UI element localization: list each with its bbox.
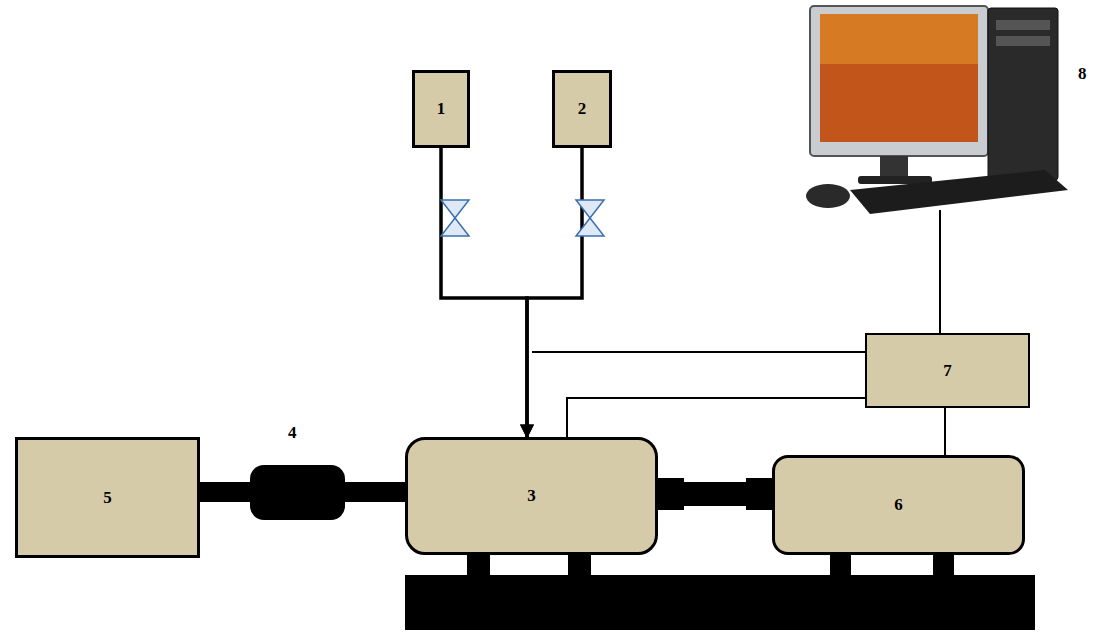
drive-shaft xyxy=(200,482,250,502)
dynamometer-box: 6 xyxy=(772,455,1025,555)
signal-wire xyxy=(567,398,865,437)
mount-leg xyxy=(933,553,954,577)
sensor-wire xyxy=(532,351,866,353)
motor-box: 5 xyxy=(15,437,200,558)
feed-pipe xyxy=(527,148,582,437)
computer-illustration xyxy=(806,6,1068,214)
part-number: 2 xyxy=(578,99,587,119)
mount-leg xyxy=(467,553,490,577)
engine-box: 3 xyxy=(405,437,658,555)
feed-pipe xyxy=(441,148,527,437)
part-number: 8 xyxy=(1078,64,1087,84)
computer-area: 8 xyxy=(810,6,1068,214)
part-number: 5 xyxy=(103,488,112,508)
drive-shaft xyxy=(345,482,405,502)
part-number: 3 xyxy=(527,486,536,506)
acquisition-box: 7 xyxy=(865,333,1030,408)
mount-leg xyxy=(830,553,851,577)
part-number: 7 xyxy=(943,361,952,381)
supply-box: 2 xyxy=(552,70,612,148)
part-number: 1 xyxy=(437,99,446,119)
supply-box: 1 xyxy=(412,70,470,148)
signal-wire xyxy=(939,210,941,333)
drive-shaft xyxy=(658,482,772,506)
valve-symbol xyxy=(441,200,604,236)
part-number: 4 xyxy=(288,423,297,443)
signal-wire xyxy=(944,408,946,455)
coupling-block: 4 xyxy=(250,465,345,520)
base-plate xyxy=(405,575,1035,630)
mount-leg xyxy=(568,553,591,577)
part-number: 6 xyxy=(894,495,903,515)
